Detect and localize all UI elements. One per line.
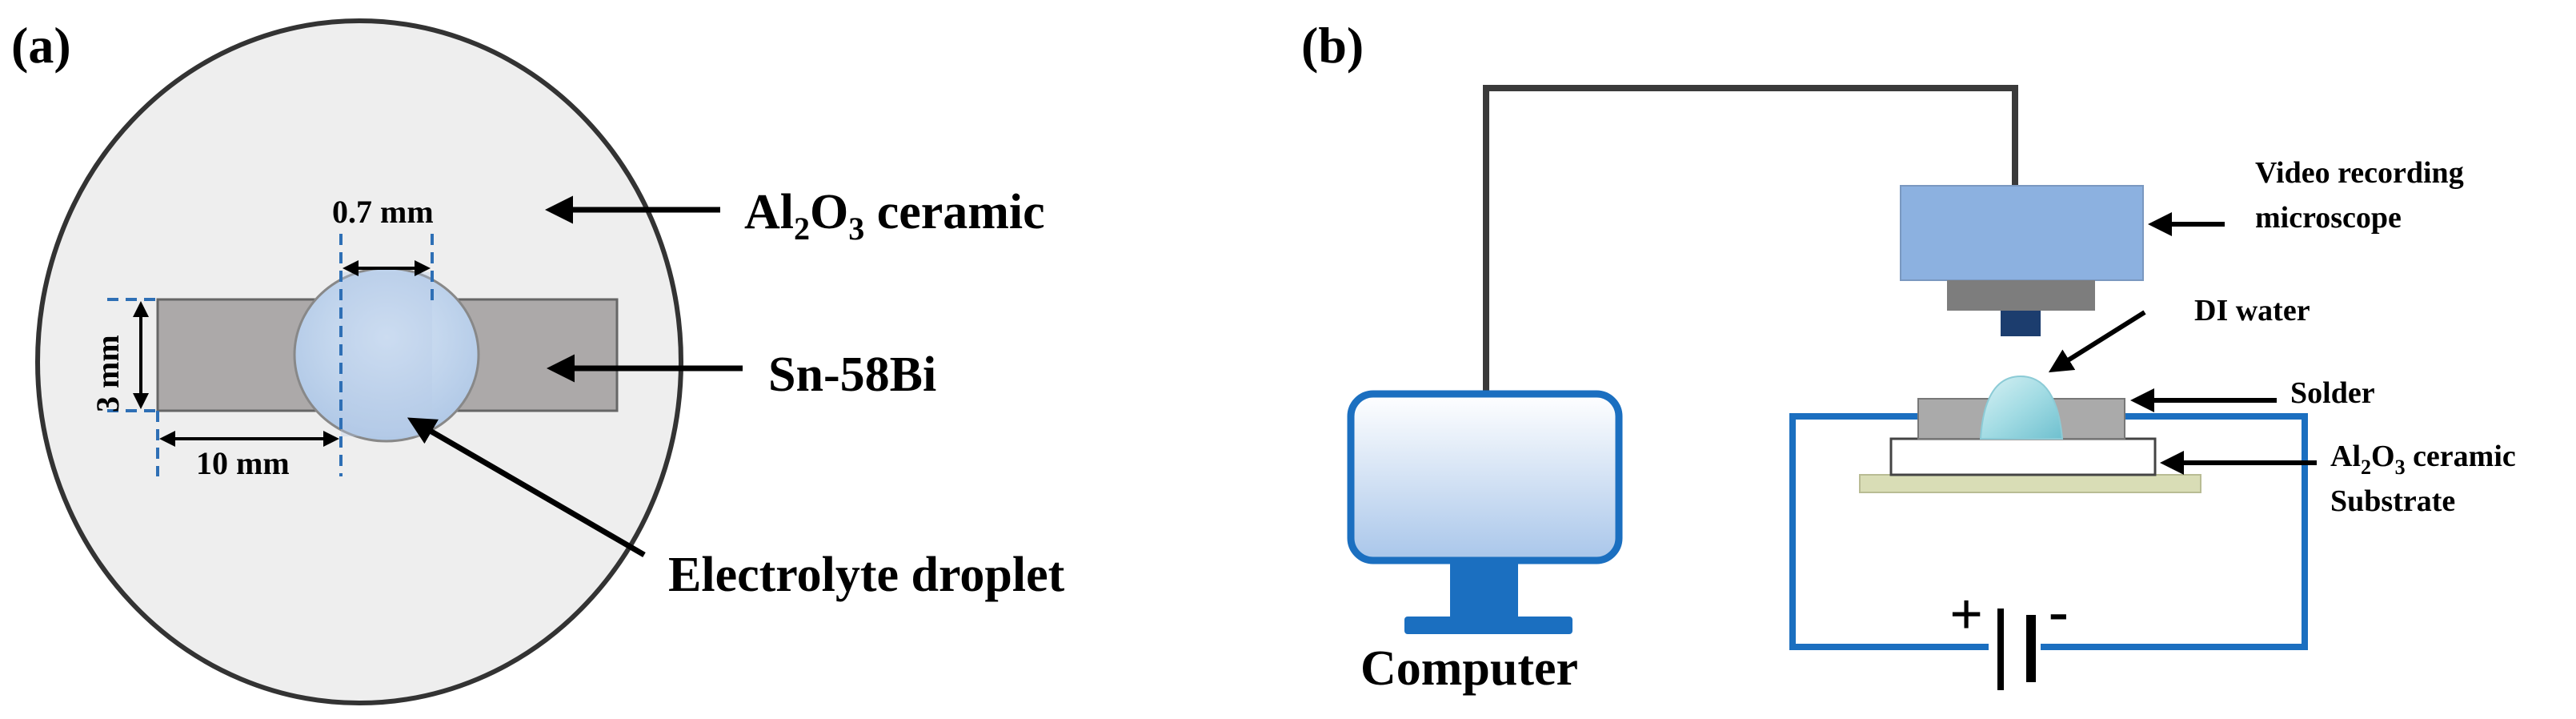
solder-label: Sn-58Bi: [768, 347, 936, 402]
plus-sign: +: [1949, 582, 1983, 648]
computer-monitor: [1347, 390, 1623, 634]
water-arrow: [2048, 310, 2146, 373]
droplet-label: Electrolyte droplet: [668, 548, 1065, 602]
water-label: DI water: [2194, 294, 2310, 327]
dimension-guides: [107, 234, 434, 476]
substrate-plate: [1859, 474, 2201, 493]
microscope-label-line1: Video recording: [2255, 156, 2464, 190]
panel-a-label: (a): [11, 17, 71, 74]
droplet-channel: [341, 272, 432, 436]
dim-label-0.7mm: 0.7 mm: [332, 194, 434, 230]
microscope-label-line2: microscope: [2255, 201, 2402, 235]
substrate-label-line2: Substrate: [2330, 484, 2455, 518]
computer-label: Computer: [1360, 641, 1578, 696]
dim-label-10mm: 10 mm: [196, 445, 290, 481]
droplet-arrow: [407, 417, 646, 558]
panel-b-label: (b): [1301, 17, 1364, 74]
cable: [1483, 85, 2018, 392]
water-droplet: [1979, 375, 2064, 440]
dim-label-3mm: 3 mm: [90, 335, 126, 412]
ceramic-label: Al2O3 ceramic: [744, 185, 1045, 247]
solder-label-b: Solder: [2290, 376, 2375, 410]
substrate-label-line1: Al2O3 ceramic: [2330, 440, 2516, 479]
minus-sign: -: [2049, 579, 2069, 645]
ceramic-block: [1889, 437, 2157, 476]
microscope-lens: [2001, 311, 2041, 336]
microscope-body: [1900, 185, 2144, 281]
panel-b: (b) Computer + - Video recording: [1301, 17, 2516, 696]
microscope-objective: [1947, 280, 2095, 311]
panel-a: (a) 0.7 mm 3 mm 10 mm Al2O3 ceramic Sn-5…: [11, 17, 1065, 705]
